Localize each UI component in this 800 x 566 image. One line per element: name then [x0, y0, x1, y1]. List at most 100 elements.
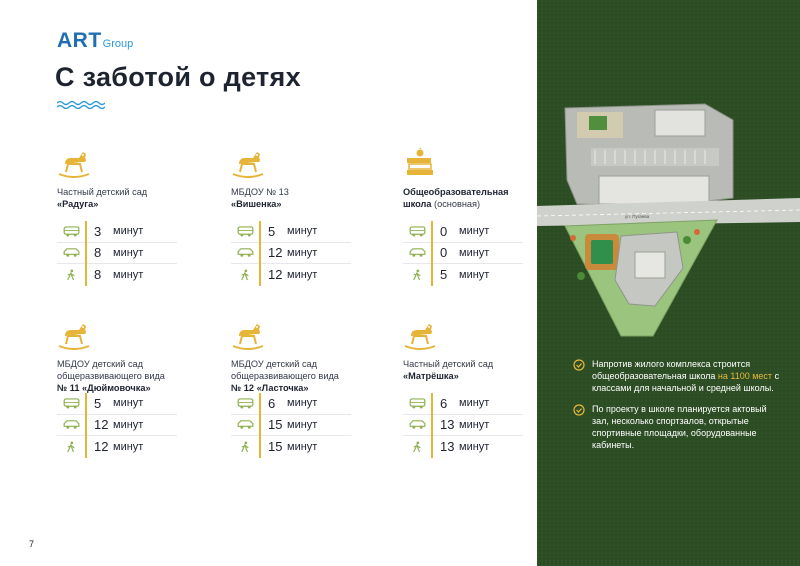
travel-time-row: 5 минут — [403, 264, 523, 286]
travel-time-unit: минут — [459, 397, 490, 410]
travel-time-unit: минут — [113, 397, 144, 410]
travel-time-row: 0 минут — [403, 242, 523, 264]
rocking-horse-icon — [57, 320, 91, 350]
travel-time-row: 13 минут — [403, 414, 523, 436]
accent-bar — [431, 436, 433, 458]
check-circle-icon — [573, 404, 585, 416]
street-label: ул. Пугаева — [625, 214, 650, 219]
logo-main: ART — [57, 29, 102, 52]
car-icon — [403, 419, 431, 430]
accent-bar — [259, 220, 261, 242]
accent-bar — [259, 242, 261, 264]
accent-bar — [85, 392, 87, 414]
page-number: 7 — [29, 539, 35, 549]
accent-bar — [431, 264, 433, 286]
bus-icon — [57, 226, 85, 237]
travel-time-value: 12 — [268, 267, 283, 283]
walk-icon — [403, 269, 431, 281]
accent-bar — [431, 220, 433, 242]
accent-bar — [85, 414, 87, 436]
travel-time-value: 8 — [94, 267, 102, 283]
logo-sub: Group — [102, 38, 134, 50]
accent-bar — [259, 392, 261, 414]
travel-time-row: 12 минут — [57, 436, 177, 458]
travel-time-unit: минут — [287, 268, 318, 281]
travel-time-value: 0 — [440, 245, 448, 261]
travel-time-unit: минут — [459, 440, 490, 453]
car-icon — [231, 419, 259, 430]
travel-time-unit: минут — [287, 440, 318, 453]
bus-icon — [231, 398, 259, 409]
travel-time-value: 8 — [94, 245, 102, 261]
travel-time-value: 5 — [440, 267, 448, 283]
accent-bar — [431, 414, 433, 436]
accent-bar — [259, 436, 261, 458]
travel-time-value: 5 — [268, 223, 276, 239]
site-plan-map: ул. Пугаева — [537, 103, 800, 337]
rocking-horse-icon — [57, 148, 91, 178]
travel-time-row: 15 минут — [231, 414, 351, 436]
travel-time-unit: минут — [459, 246, 490, 259]
travel-time-value: 12 — [268, 245, 283, 261]
note-item: По проекту в школе планируется актовый з… — [573, 403, 783, 451]
bus-icon — [403, 226, 431, 237]
travel-time-row: 5 минут — [231, 220, 351, 243]
walk-icon — [231, 269, 259, 281]
travel-time-value: 13 — [440, 417, 455, 433]
car-icon — [231, 247, 259, 258]
content-panel: ART Group С заботой о детях Частный детс… — [29, 29, 523, 549]
travel-time-unit: минут — [459, 268, 490, 281]
facility-name: МБДОУ № 13«Вишенка» — [231, 187, 289, 209]
rocking-horse-icon — [231, 320, 265, 350]
walk-icon — [57, 441, 85, 453]
travel-time-value: 15 — [268, 417, 283, 433]
accent-bar — [259, 264, 261, 286]
travel-time-unit: минут — [287, 418, 318, 431]
accent-bar — [259, 414, 261, 436]
travel-time-unit: минут — [287, 225, 318, 238]
travel-time-value: 3 — [94, 223, 102, 239]
accent-bar — [431, 392, 433, 414]
travel-time-row: 5 минут — [57, 392, 177, 415]
travel-time-unit: минут — [113, 440, 144, 453]
car-icon — [57, 419, 85, 430]
travel-time-unit: минут — [459, 418, 490, 431]
travel-time-unit: минут — [113, 268, 144, 281]
travel-time-unit: минут — [113, 418, 144, 431]
travel-time-value: 5 — [94, 395, 102, 411]
travel-time-unit: минут — [287, 397, 318, 410]
walk-icon — [231, 441, 259, 453]
page-title: С заботой о детях — [55, 62, 301, 92]
rocking-horse-icon — [231, 148, 265, 178]
accent-bar — [85, 264, 87, 286]
accent-bar — [85, 220, 87, 242]
note-item: Напротив жилого комплекса строится общео… — [573, 358, 783, 394]
accent-bar — [85, 436, 87, 458]
travel-time-value: 12 — [94, 439, 109, 455]
map-panel: ул. Пугаева Напротив жилого комплекса ст… — [537, 0, 800, 566]
bus-icon — [403, 398, 431, 409]
travel-time-unit: минут — [459, 225, 490, 238]
travel-time-unit: минут — [113, 246, 144, 259]
check-circle-icon — [573, 359, 585, 371]
note-text: Напротив жилого комплекса строится общео… — [592, 359, 780, 393]
accent-bar — [85, 242, 87, 264]
travel-time-row: 8 минут — [57, 242, 177, 264]
